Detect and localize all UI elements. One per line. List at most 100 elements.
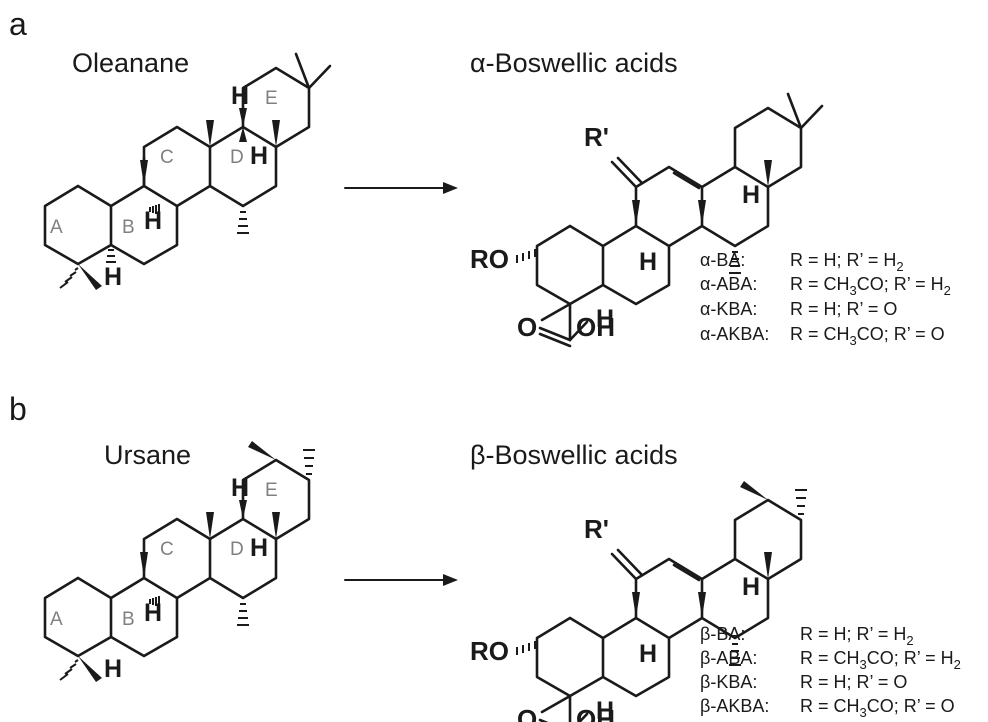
ring-label-b: B xyxy=(122,217,135,238)
ro-hash xyxy=(516,641,536,655)
panel-a: a Oleanane H xyxy=(9,6,951,348)
methyl-wedge xyxy=(632,592,640,618)
ring-label-c: C xyxy=(160,539,174,560)
hydrogen-label: H xyxy=(639,640,657,668)
variant-substituents: R = CH3CO; R’ = O xyxy=(790,324,945,348)
ro-label: RO xyxy=(470,244,509,274)
oleanane-title: Oleanane xyxy=(72,48,189,78)
ring-label-c: C xyxy=(160,147,174,168)
ring-label-e: E xyxy=(265,480,278,501)
h-wedge xyxy=(239,108,247,127)
variant-substituents: R = H; R’ = O xyxy=(800,672,907,692)
methyl-hash xyxy=(729,643,741,666)
panel-letter-a: a xyxy=(9,6,27,42)
methyl-wedge xyxy=(698,592,706,618)
hydrogen-label: H xyxy=(250,142,268,170)
hydrogen-label: H xyxy=(639,248,657,276)
double-bond xyxy=(672,563,701,582)
variant-substituents: R = CH3CO; R’ = H2 xyxy=(790,274,951,298)
methyl-wedge xyxy=(740,481,768,500)
product-skeleton xyxy=(535,106,803,306)
ro-label: RO xyxy=(470,636,509,666)
beta-variant-legend: β-BA: R = H; R’ = H2 β-ABA: R = CH3CO; R… xyxy=(700,624,961,720)
hydrogen-label: H xyxy=(104,655,122,683)
oxygen-label: O xyxy=(517,312,537,342)
methyl-bond xyxy=(294,52,311,90)
rprime-bond xyxy=(616,156,644,185)
variant-name: α-KBA: xyxy=(700,299,757,319)
ring-label-d: D xyxy=(230,147,244,168)
variant-name: β-AKBA: xyxy=(700,696,769,716)
variant-substituents: R = CH3CO; R’ = H2 xyxy=(800,648,961,672)
ring-label-b: B xyxy=(122,609,135,630)
rprime-label: R' xyxy=(584,122,609,152)
ring-label-a: A xyxy=(50,609,63,630)
carbonyl-bond xyxy=(538,326,572,342)
variant-substituents: R = H; R’ = H2 xyxy=(800,624,914,648)
methyl-bond xyxy=(786,92,803,130)
methyl-wedge xyxy=(632,200,640,226)
methyl-hash xyxy=(795,489,807,515)
methyl-wedge xyxy=(78,656,102,682)
hydrogen-label: H xyxy=(742,181,760,209)
methyl-hash xyxy=(237,603,249,626)
rprime-bond xyxy=(616,548,644,577)
methyl-wedge xyxy=(698,200,706,226)
carboxyl-bond xyxy=(568,320,589,342)
variant-name: β-KBA: xyxy=(700,672,757,692)
methyl-wedge xyxy=(764,552,772,579)
methyl-wedge xyxy=(764,160,772,187)
oxygen-label: O xyxy=(517,704,537,722)
variant-substituents: R = H; R’ = H2 xyxy=(790,250,904,274)
hydrogen-label: H xyxy=(596,697,614,722)
h-hash xyxy=(149,204,160,215)
methyl-hash xyxy=(303,449,315,475)
hydrogen-label: H xyxy=(231,474,249,502)
methyl-hash xyxy=(59,659,79,681)
alpha-boswellic-title: α-Boswellic acids xyxy=(470,48,678,78)
ring-label-e: E xyxy=(265,88,278,109)
hydrogen-label: H xyxy=(742,573,760,601)
rprime-label: R' xyxy=(584,514,609,544)
ring-label-d: D xyxy=(230,539,244,560)
ring-label-a: A xyxy=(50,217,63,238)
h-hash xyxy=(149,596,160,607)
reaction-arrow xyxy=(344,574,458,586)
variant-name: β-ABA: xyxy=(700,648,757,668)
carboxyl-bond xyxy=(577,712,589,722)
hydrogen-label: H xyxy=(144,599,162,627)
methyl-bond xyxy=(799,104,824,130)
variant-name: α-BA: xyxy=(700,250,745,270)
variant-name: α-ABA: xyxy=(700,274,757,294)
panel-letter-b: b xyxy=(9,391,27,427)
h-wedge xyxy=(239,500,247,519)
hydrogen-label: H xyxy=(231,82,249,110)
reaction-arrow xyxy=(344,182,458,194)
methyl-wedge xyxy=(206,512,214,539)
variant-substituents: R = CH3CO; R’ = O xyxy=(800,696,955,720)
variant-name: β-BA: xyxy=(700,624,745,644)
alpha-boswellic-structure: R' H H H RO O OH xyxy=(470,92,824,348)
h-hash xyxy=(106,249,116,263)
ro-hash xyxy=(516,249,536,263)
methyl-wedge xyxy=(206,120,214,147)
hydrogen-label: H xyxy=(596,305,614,333)
methyl-wedge xyxy=(78,264,102,290)
alpha-variant-legend: α-BA: R = H; R’ = H2 α-ABA: R = CH3CO; R… xyxy=(700,250,951,348)
methyl-wedge xyxy=(140,160,148,186)
methyl-bond xyxy=(540,302,572,322)
methyl-wedge xyxy=(140,552,148,578)
methyl-hash xyxy=(59,267,79,289)
hydrogen-label: H xyxy=(250,534,268,562)
hydroxyl-label: OH xyxy=(576,312,615,342)
beta-boswellic-title: β-Boswellic acids xyxy=(470,440,678,470)
beta-boswellic-structure: R' H H H RO O OH xyxy=(470,481,807,722)
methyl-wedge xyxy=(272,512,280,539)
hydroxyl-label: OH xyxy=(576,704,615,722)
methyl-bond xyxy=(540,694,572,714)
methyl-hash xyxy=(729,251,741,274)
h-wedge xyxy=(239,127,247,142)
methyl-hash xyxy=(237,211,249,234)
methyl-wedge xyxy=(248,441,276,460)
